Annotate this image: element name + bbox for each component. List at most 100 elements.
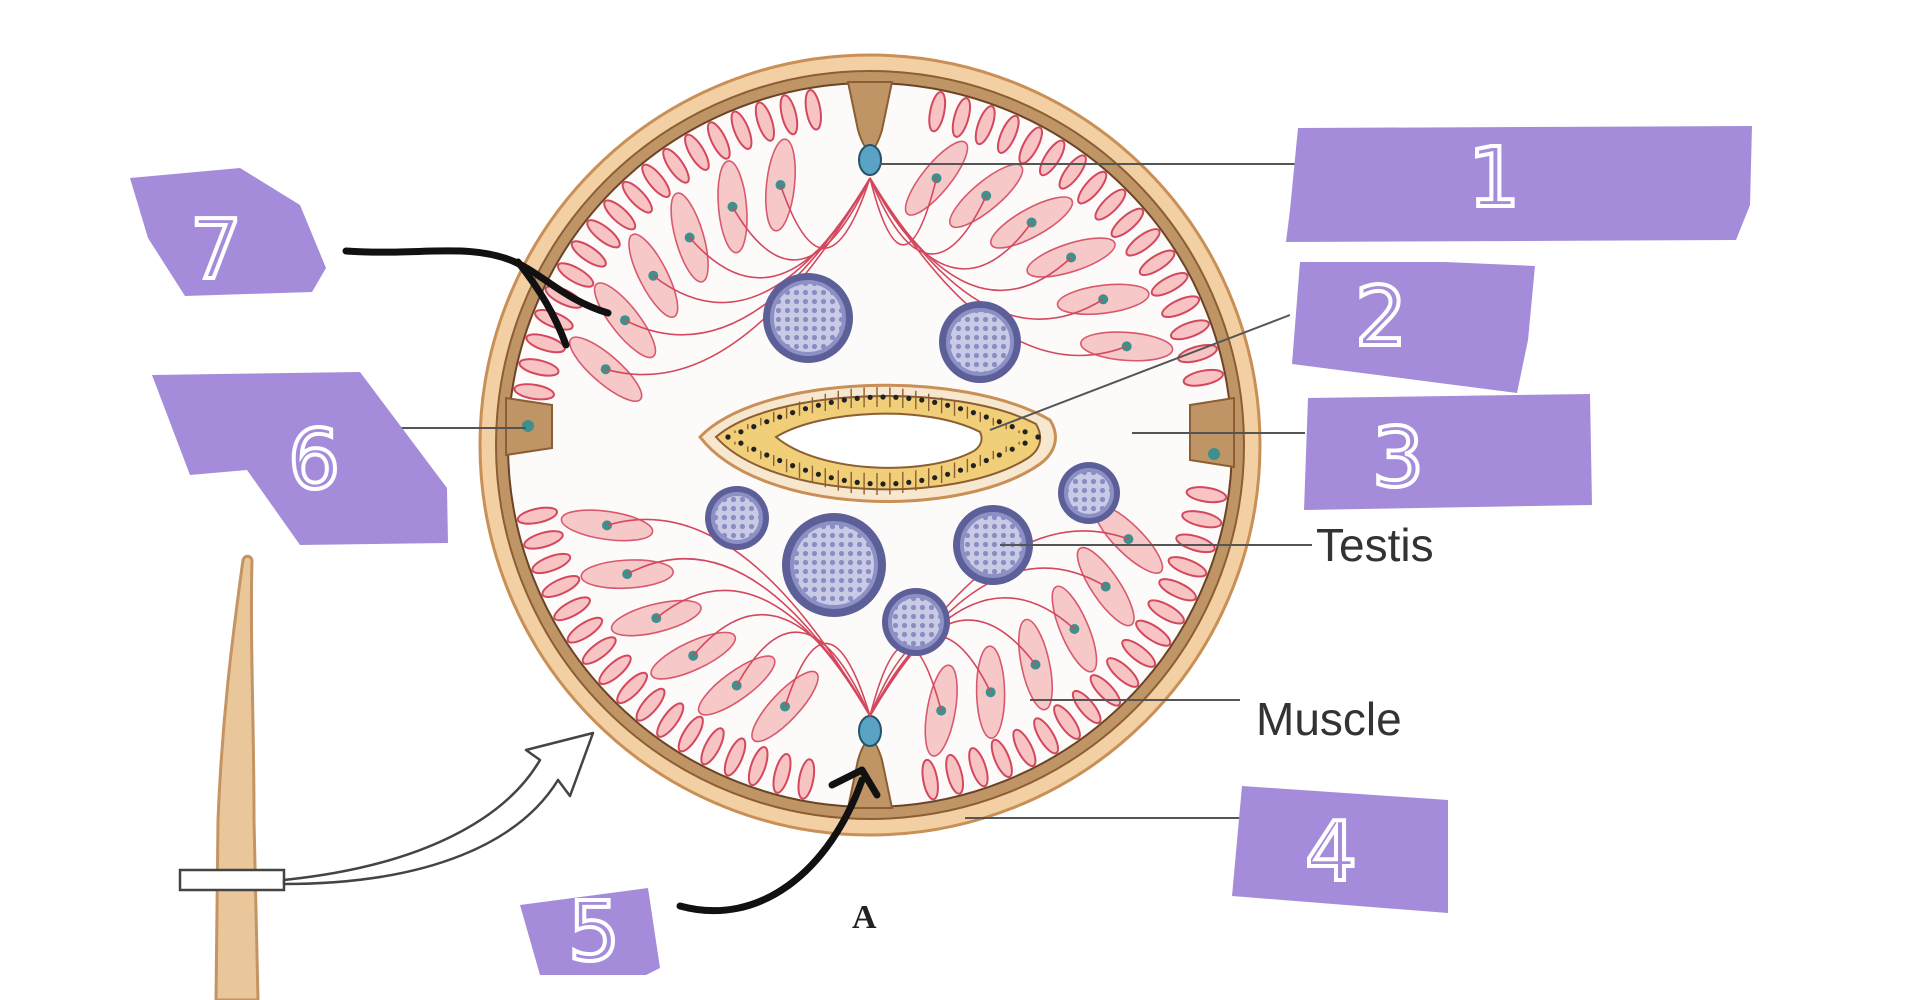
intestine-lumen — [774, 412, 983, 469]
muscle-fiber — [1169, 319, 1210, 341]
muscle-fiber — [921, 758, 939, 801]
answer-box-6[interactable]: 6 — [152, 372, 448, 545]
intestine-nucleus — [957, 406, 964, 412]
muscle-fiber — [677, 715, 704, 753]
muscle-fiber — [684, 133, 710, 171]
answer-box-1-label: 1 — [1468, 131, 1520, 226]
muscle-fiber — [1185, 486, 1228, 504]
muscle-fiber — [1094, 188, 1127, 221]
intestine — [698, 383, 1057, 503]
muscle-fiber — [974, 105, 996, 146]
intestine-nucleus — [932, 399, 938, 405]
muscle-fiber — [513, 383, 555, 401]
muscle-fiber — [1167, 556, 1208, 578]
intestine-nucleus — [764, 452, 770, 458]
answer-box-7[interactable]: 7 — [130, 168, 326, 300]
intestine-nucleus — [893, 394, 899, 400]
right-lateral-cord-nucleus — [1208, 448, 1220, 460]
muscle-fiber — [723, 737, 747, 777]
answer-box-1[interactable]: 1 — [1286, 126, 1752, 242]
muscle-fiber — [772, 752, 792, 794]
muscle-label: Muscle — [1256, 693, 1402, 745]
leader-lines — [400, 163, 1312, 819]
answer-box-5[interactable]: 5 — [520, 883, 660, 982]
muscle-fiber — [1077, 170, 1108, 205]
intestine-nucleus — [751, 424, 757, 430]
muscle-arm — [784, 642, 871, 717]
muscle-fiber — [1138, 249, 1176, 277]
muscle-fiber — [779, 94, 799, 136]
testis-label: Testis — [1316, 519, 1434, 571]
muscle-arm — [869, 177, 1033, 270]
muscle-fiber — [951, 97, 972, 138]
muscle-fiber — [566, 616, 604, 644]
intestine-nucleus — [945, 471, 951, 477]
answer-box-4[interactable]: 4 — [1232, 786, 1448, 913]
intestine-nucleus — [906, 395, 912, 401]
intestine-nucleus — [1022, 429, 1028, 435]
muscle-fiber — [531, 552, 572, 575]
intestine-nucleus — [996, 419, 1002, 425]
muscle-fiber — [1106, 657, 1140, 688]
answer-box-6-label: 6 — [288, 413, 340, 508]
intestine-nucleus — [802, 406, 809, 412]
muscle-fiber — [1135, 619, 1172, 647]
muscle-fiber — [581, 636, 617, 665]
intestine-nucleus — [725, 434, 731, 440]
muscle-fiber — [1121, 638, 1157, 668]
worm-body — [214, 554, 260, 1000]
intestine-nucleus — [1009, 424, 1015, 430]
muscle-fiber — [1110, 207, 1145, 238]
muscle-fiber — [1150, 272, 1189, 297]
muscle-arm — [869, 177, 938, 246]
muscle-arm — [626, 558, 871, 717]
intestine-nucleus — [970, 410, 977, 416]
muscle-fiber — [1125, 228, 1161, 257]
intestine-nucleus — [854, 479, 860, 485]
muscle-fiber — [730, 110, 753, 150]
pointer-arrows — [342, 247, 881, 915]
intestine-nucleus — [841, 397, 847, 403]
muscle-arm — [731, 177, 871, 261]
muscle-fiber — [754, 101, 775, 142]
muscle-arm — [779, 177, 871, 249]
answer-box-2[interactable]: 2 — [1292, 262, 1535, 393]
intestine-nucleus — [790, 463, 796, 469]
intestine-nucleus — [777, 414, 783, 420]
muscle-fiber — [1089, 674, 1122, 707]
muscle-fiber — [1012, 728, 1037, 768]
muscle-arm — [736, 631, 871, 717]
gonad-section — [1058, 462, 1120, 524]
muscle-fiber — [656, 702, 685, 738]
intestine-nucleus — [1035, 434, 1041, 440]
muscle-layer — [513, 89, 1228, 801]
muscle-arm — [688, 177, 871, 279]
muscle-fiber — [945, 753, 965, 795]
answer-box-4-label: 4 — [1305, 805, 1357, 900]
muscle-fiber — [804, 89, 822, 131]
muscle-fiber — [1181, 510, 1223, 529]
intestine-nucleus — [932, 475, 938, 481]
gonad-section — [882, 588, 950, 656]
muscle-fiber — [1147, 599, 1185, 625]
pointer-arrow-5 — [676, 776, 866, 915]
muscle-fiber — [1175, 533, 1216, 554]
muscle-fiber — [1038, 139, 1066, 177]
intestine-nucleus — [880, 481, 886, 487]
intestine-nucleus — [802, 467, 809, 473]
muscle-fiber — [525, 333, 566, 354]
intestine-nucleus — [919, 477, 925, 483]
muscle-fiber — [747, 746, 769, 787]
gonad-section — [763, 273, 853, 363]
answer-box-3-label: 3 — [1372, 411, 1424, 506]
muscle-fiber — [1033, 717, 1060, 755]
muscle-fiber — [662, 147, 690, 184]
intestine-nucleus — [764, 419, 770, 425]
intestine-nucleus — [828, 475, 834, 481]
muscle-fiber — [586, 219, 621, 249]
intestine-nucleus — [815, 471, 822, 477]
intestine-nucleus — [983, 457, 989, 464]
muscle-arm — [869, 596, 1075, 717]
answer-box-3[interactable]: 3 — [1304, 394, 1592, 510]
